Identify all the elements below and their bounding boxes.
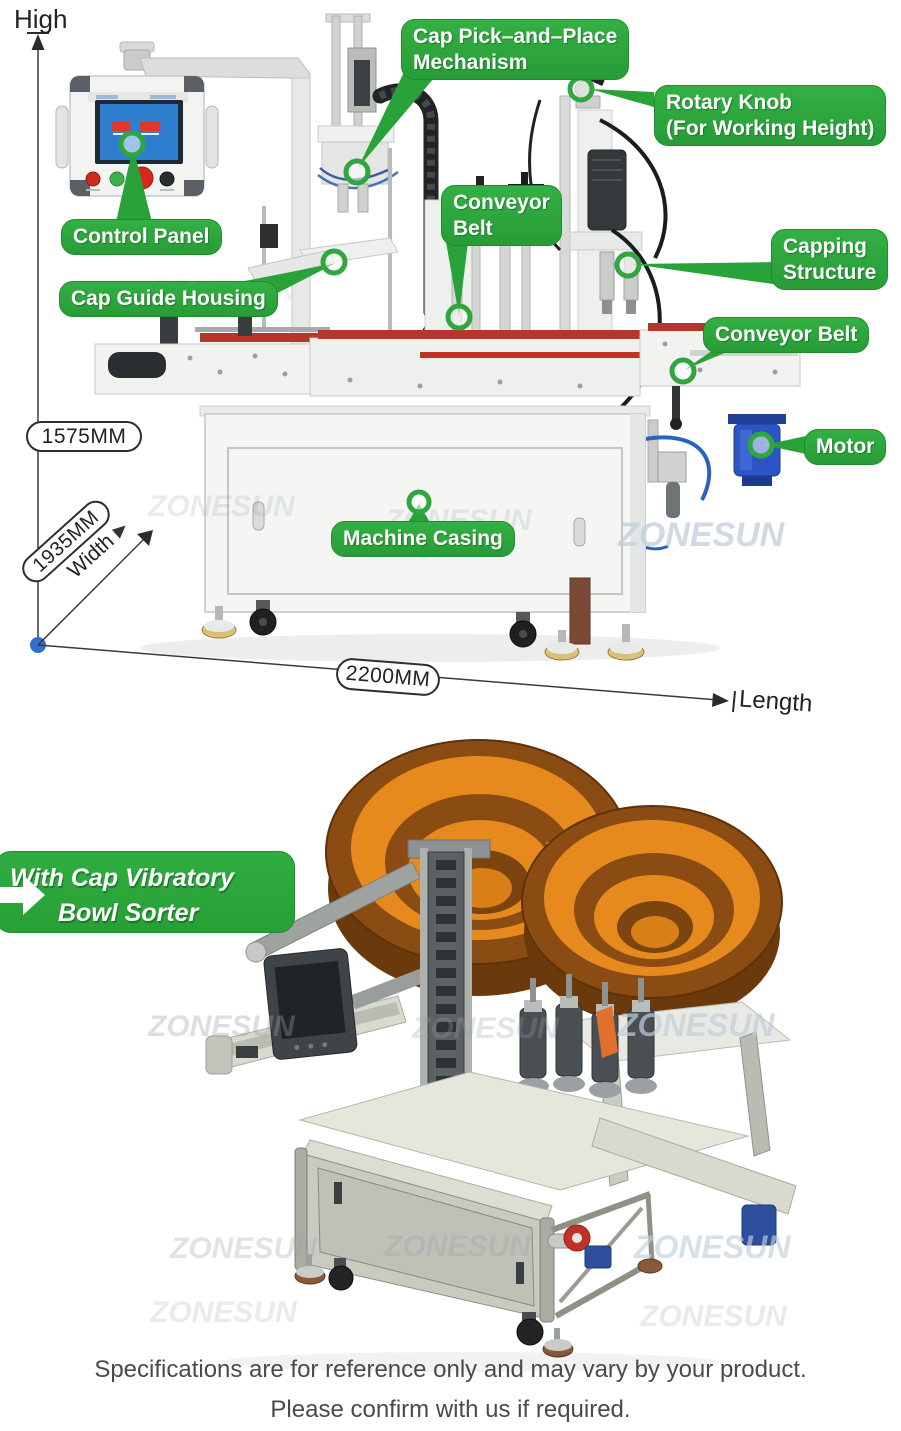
marker-rotary-knob: [567, 75, 595, 103]
watermark: ZONESUN: [617, 1007, 775, 1043]
callout-line: Conveyor: [453, 191, 550, 214]
disclaimer-line-1: Specifications are for reference only an…: [94, 1356, 807, 1383]
watermark-rows-machine2: ZONESUN ZONESUN ZONESUN ZONESUN ZONESUN …: [147, 1007, 791, 1333]
marker-cap-guide: [320, 248, 348, 276]
callout-line: Belt: [453, 216, 493, 240]
cad-cabinet: [294, 1139, 655, 1323]
callout-line: Mechanism: [413, 50, 528, 74]
callout-line: Capping: [783, 235, 867, 258]
length-axis-label: Length: [738, 685, 814, 718]
callout-line: With Cap Vibratory: [10, 864, 234, 892]
watermark: ZONESUN: [633, 1229, 791, 1265]
orange-bracket: [596, 1006, 618, 1058]
panel-button-green: [109, 171, 125, 187]
callout-control-panel: Control Panel: [61, 219, 222, 255]
callout-line: Bowl Sorter: [58, 899, 199, 927]
callout-motor: Motor: [804, 429, 887, 465]
cad-hmi-screen: [263, 948, 427, 1060]
feet-and-casters: [201, 577, 645, 661]
machine-casing-box: [140, 405, 720, 662]
cad-feet-casters: [220, 1254, 720, 1372]
watermark: ZONESUN: [147, 490, 296, 523]
marker-conveyor-right: [669, 357, 697, 385]
part-markers: [118, 75, 775, 515]
width-arrow-icon: [111, 521, 130, 539]
right-arrow-icon: [0, 875, 45, 915]
door-handle: [573, 517, 586, 547]
disclaimer-line-2: Please confirm with us if required.: [270, 1396, 631, 1423]
callout-rotary-knob: Rotary Knob (For Working Height): [654, 85, 887, 147]
watermark: ZONESUN: [169, 1232, 318, 1265]
watermark: ZONESUN: [383, 1230, 532, 1263]
callout-line: Structure: [783, 260, 877, 284]
callout-line: Cap Pick–and–Place: [413, 25, 618, 48]
callout-machine-casing: Machine Casing: [331, 521, 515, 557]
elevator-chain-tower: [245, 839, 491, 1105]
panel-button-red: [85, 171, 101, 187]
callout-capping-structure: Capping Structure: [771, 229, 889, 291]
marker-control-panel: [118, 130, 146, 158]
height-dimension-value: 1575MM: [26, 421, 142, 452]
marker-pick-place: [343, 158, 371, 186]
callout-line: Rotary Knob: [666, 91, 792, 114]
capping-heads: [517, 974, 657, 1098]
marker-conveyor-mid: [445, 303, 473, 331]
pump-motor-blue: [584, 1245, 612, 1269]
hmi-brand-text: [96, 95, 118, 99]
watermark: ZONESUN: [639, 1300, 788, 1333]
width-arrowhead: [137, 530, 153, 546]
up-arrowhead: [31, 34, 45, 50]
door-handle: [252, 501, 265, 531]
watermark: ZONESUN: [147, 1010, 296, 1043]
watermark: ZONESUN: [411, 1012, 560, 1045]
callout-cap-guide-housing: Cap Guide Housing: [59, 281, 278, 317]
callout-vibratory-bowl-sorter: With Cap Vibratory Bowl Sorter: [0, 851, 295, 933]
callout-cap-pick-place: Cap Pick–and–Place Mechanism: [401, 19, 630, 81]
marker-capping: [614, 251, 642, 279]
width-dimension-axis: [37, 530, 153, 646]
watermark: ZONESUN: [617, 516, 786, 554]
callout-line: (For Working Height): [666, 116, 875, 140]
panel-button-black: [159, 171, 175, 187]
marker-motor: [747, 431, 775, 459]
cad-motor-blue: [741, 1204, 777, 1246]
marker-machine-casing: [406, 489, 432, 515]
high-axis-label: High: [14, 4, 68, 34]
outfeed-conveyor: [591, 1117, 797, 1215]
callout-conveyor-belt-mid: Conveyor Belt: [441, 185, 562, 247]
machine-table: [298, 1071, 797, 1246]
watermark: ZONESUN: [149, 1296, 298, 1329]
callout-conveyor-belt-right: Conveyor Belt: [703, 317, 870, 353]
vibratory-bowl-right: [521, 805, 792, 1187]
length-arrowhead: [712, 693, 729, 707]
